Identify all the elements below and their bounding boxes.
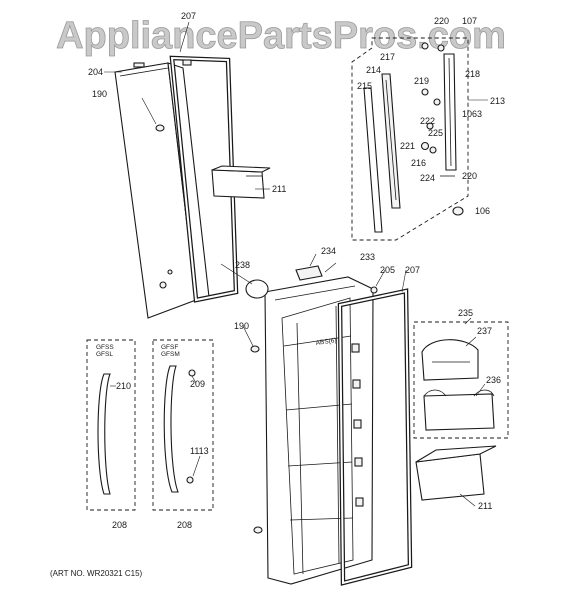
callout-215: 215 [357,81,372,91]
callout-107: 107 [462,16,477,26]
callout-217: 217 [380,52,395,62]
callout-207-top: 207 [181,11,196,21]
callout-209: 209 [190,379,205,389]
callout-233: 233 [360,252,375,262]
callout-213: 213 [490,96,505,106]
callout-235: 235 [458,308,473,318]
callout-236: 236 [486,375,501,385]
handle-model-left-2: GFSL [96,351,113,358]
watermark: AppliancePartsPros.com [56,15,506,57]
callout-225: 225 [428,128,443,138]
callout-208-left: 208 [112,520,127,530]
callout-216: 216 [411,158,426,168]
callout-221: 221 [400,141,415,151]
callout-237: 237 [477,326,492,336]
callout-1113: 1113 [190,446,209,456]
callout-205: 205 [380,265,395,275]
handle-model-right-2: GFSM [161,351,180,358]
callout-222: 222 [420,116,435,126]
bin-assemblies [413,321,509,501]
handle-kits [86,339,214,511]
callout-224: 224 [420,173,435,183]
leader-lines [104,21,486,507]
door-inner-text: ABS(6) [315,337,337,347]
callout-207-mid: 207 [405,265,420,275]
callout-204: 204 [88,67,103,77]
callout-190-mid: 190 [234,321,249,331]
door-liner-assembly: ABS(6) [245,265,413,586]
callout-220-mid: 220 [462,171,477,181]
callout-238: 238 [235,260,250,270]
dispenser-assembly [351,37,488,241]
handle-model-left-1: GFSS [96,344,114,351]
outer-door-assembly [114,55,271,319]
callout-190-top: 190 [92,89,107,99]
callout-220-top: 220 [434,16,449,26]
callout-labels: 207 204 190 211 220 107 217 214 215 218 … [50,11,505,578]
callout-106: 106 [475,206,490,216]
callout-218: 218 [465,69,480,79]
callout-214: 214 [366,65,381,75]
callout-208-right: 208 [177,520,192,530]
art-number: (ART NO. WR20321 C15) [50,569,143,578]
callout-1063: 1063 [462,109,482,119]
callout-234: 234 [321,246,336,256]
callout-219: 219 [414,76,429,86]
callout-210: 210 [116,381,131,391]
handle-model-right-1: GFSF [161,344,178,351]
callout-211-bottom: 211 [478,501,492,511]
callout-211-top: 211 [272,184,286,194]
